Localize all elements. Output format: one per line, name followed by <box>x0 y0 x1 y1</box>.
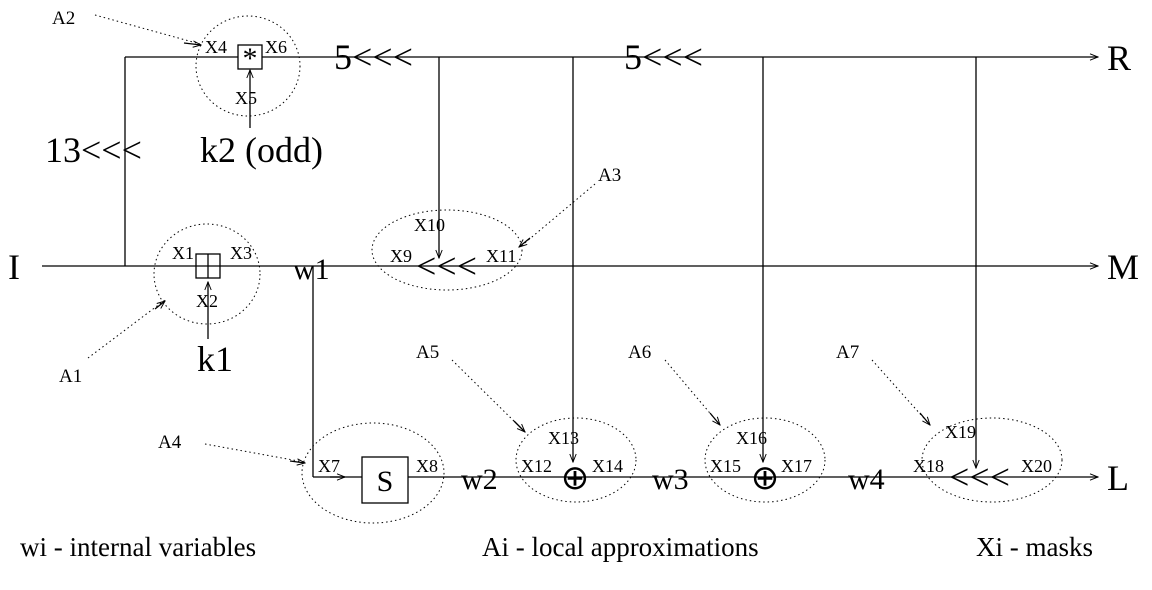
output-m-label: M <box>1107 247 1139 287</box>
approx-a1: A1 <box>59 366 82 387</box>
internal-var-w3: w3 <box>652 463 689 496</box>
mask-x20: X20 <box>1021 456 1052 476</box>
legend: wi - internal variables Ai - local appro… <box>20 532 1093 562</box>
mask-x8: X8 <box>416 456 438 476</box>
mask-x2: X2 <box>196 291 218 311</box>
legend-local-approximations: Ai - local approximations <box>482 532 759 562</box>
ring-a5 <box>515 417 637 503</box>
mask-x1: X1 <box>172 243 194 263</box>
mask-x17: X17 <box>781 456 812 476</box>
approx-a4: A4 <box>158 432 182 453</box>
ring-a7 <box>921 417 1063 503</box>
rotation-l-symbol: <<< <box>949 457 1010 497</box>
mask-labels: X1 X2 X3 X4 X5 X6 X7 X8 X9 X10 X11 X12 X… <box>172 37 1052 476</box>
mask-x11: X11 <box>486 246 516 266</box>
mask-x15: X15 <box>710 456 741 476</box>
pointer-arrows <box>154 43 930 477</box>
mask-x10: X10 <box>414 215 445 235</box>
approximation-rings <box>153 15 1063 524</box>
ring-a4 <box>301 422 445 524</box>
input-label: I <box>8 247 20 287</box>
legend-masks: Xi - masks <box>976 532 1093 562</box>
add-operator <box>195 253 221 279</box>
output-l-label: L <box>1107 458 1129 498</box>
xor-operator-2: ⊕ <box>751 460 780 497</box>
xor-operator-1: ⊕ <box>561 460 590 497</box>
mask-x5: X5 <box>235 88 257 108</box>
mult-operator: * <box>237 42 263 75</box>
operators: * S ⊕ ⊕ <box>195 42 780 504</box>
key-k1-label: k1 <box>197 339 233 379</box>
mult-symbol: * <box>243 42 258 75</box>
node-labels: I R M L k1 k2 (odd) <box>8 38 1139 498</box>
approx-a2: A2 <box>52 8 75 29</box>
rotation-5-first-label: 5<<< <box>334 37 413 77</box>
mask-x12: X12 <box>521 456 552 476</box>
internal-variable-labels: w1 w2 w3 w4 <box>293 253 885 496</box>
mask-x16: X16 <box>736 428 767 448</box>
ring-a6 <box>704 417 826 503</box>
rotation-m-symbol: <<< <box>416 246 477 286</box>
ring-a1 <box>153 223 261 325</box>
mask-x18: X18 <box>913 456 944 476</box>
sbox-operator: S <box>361 456 409 504</box>
internal-var-w1: w1 <box>293 253 330 286</box>
mask-x9: X9 <box>390 246 412 266</box>
internal-var-w4: w4 <box>848 463 885 496</box>
rotation-labels: 13<<< 5<<< 5<<< <<< <<< <box>45 37 1010 497</box>
mask-x3: X3 <box>230 243 252 263</box>
approximation-labels: A1 A2 A3 A4 A5 A6 A7 <box>52 8 859 453</box>
approx-a6: A6 <box>628 342 651 363</box>
internal-var-w2: w2 <box>461 463 498 496</box>
mask-x7: X7 <box>318 456 340 476</box>
approx-a5: A5 <box>416 342 439 363</box>
approximation-pointers <box>87 14 931 463</box>
wires <box>42 57 1098 477</box>
ring-a2 <box>195 15 301 117</box>
approx-a3: A3 <box>598 165 621 186</box>
rotation-5-second-label: 5<<< <box>624 37 703 77</box>
rotation-13-label: 13<<< <box>45 130 142 170</box>
legend-internal-variables: wi - internal variables <box>20 532 256 562</box>
mask-x14: X14 <box>592 456 623 476</box>
ring-a3 <box>371 209 523 291</box>
key-k2-label: k2 (odd) <box>200 130 323 170</box>
mask-x19: X19 <box>945 422 976 442</box>
output-r-label: R <box>1107 38 1131 78</box>
approx-a7: A7 <box>836 342 859 363</box>
mask-x4: X4 <box>205 37 227 57</box>
mask-x6: X6 <box>265 37 287 57</box>
sbox-label: S <box>377 465 394 498</box>
mask-x13: X13 <box>548 428 579 448</box>
